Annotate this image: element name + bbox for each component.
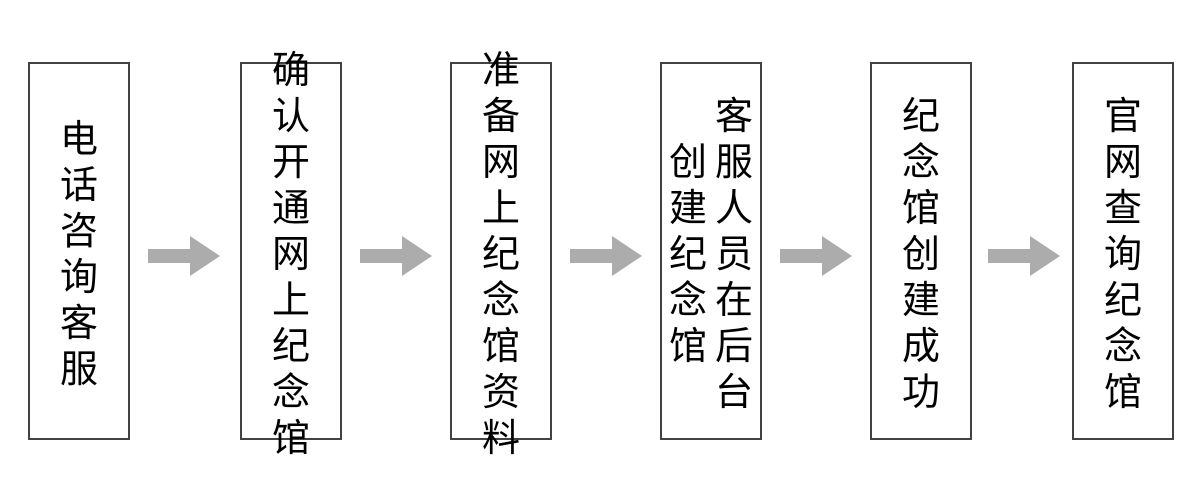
- right-arrow-icon: [780, 236, 852, 276]
- node-text-char: 确: [271, 48, 310, 92]
- process-node-1[interactable]: 电话咨询客服: [28, 62, 130, 440]
- node-text-char: 纪: [481, 232, 520, 276]
- node-text-char: 在: [714, 278, 753, 322]
- node-text-char: 资: [481, 370, 520, 414]
- node-text-char: 念: [271, 370, 310, 414]
- node-text-char: 创: [668, 140, 707, 184]
- node-text-char: 通: [271, 186, 310, 230]
- node-text-char: 官: [1103, 94, 1142, 138]
- node-text-char: 询: [59, 255, 98, 299]
- process-node-2[interactable]: 确认开通网上纪念馆: [240, 48, 342, 460]
- node-text-char: 创: [901, 232, 940, 276]
- process-node-6[interactable]: 官网查询纪念馆: [1072, 62, 1174, 440]
- node-text-column: 纪念馆创建成功: [898, 70, 944, 438]
- node-text-char: 咨: [59, 209, 98, 253]
- node-text-char: 台: [714, 370, 753, 414]
- node-text-char: 客: [714, 94, 753, 138]
- node-text-char: 人: [714, 186, 753, 230]
- right-arrow-icon: [360, 236, 432, 276]
- node-text-char: 纪: [668, 232, 707, 276]
- node-text-char: 开: [271, 140, 310, 184]
- flow-arrow-3: [570, 232, 642, 280]
- node-text-char: 网: [481, 140, 520, 184]
- node-text-char: 网: [271, 232, 310, 276]
- node-text-char: 馆: [481, 324, 520, 368]
- node-text-char: 馆: [1103, 370, 1142, 414]
- node-text-char: 功: [901, 370, 940, 414]
- node-text-char: 准: [481, 48, 520, 92]
- node-text-char: 查: [1103, 186, 1142, 230]
- node-text-column: 客服人员在后台: [711, 70, 757, 438]
- node-text-char: 建: [901, 278, 940, 322]
- node-text-char: 话: [59, 163, 98, 207]
- node-text-column: 官网查询纪念馆: [1100, 70, 1146, 438]
- node-text-char: 服: [59, 347, 98, 391]
- node-text-column: 准备网上纪念馆资料: [478, 48, 524, 460]
- process-node-4[interactable]: 客服人员在后台 创建纪念馆: [660, 62, 762, 440]
- flow-arrow-1: [148, 232, 220, 280]
- node-text-char: 念: [668, 278, 707, 322]
- node-text-char: 服: [714, 140, 753, 184]
- node-text-char: 上: [271, 278, 310, 322]
- node-text-char: 网: [1103, 140, 1142, 184]
- node-text-char: 纪: [271, 324, 310, 368]
- node-text-column: 电话咨询客服: [56, 70, 102, 438]
- node-text-char: 成: [901, 324, 940, 368]
- node-text-char: 纪: [901, 94, 940, 138]
- process-node-5[interactable]: 纪念馆创建成功: [870, 62, 972, 440]
- flow-arrow-5: [988, 232, 1060, 280]
- node-text-char: 员: [714, 232, 753, 276]
- node-text-char: 上: [481, 186, 520, 230]
- node-text-char: 馆: [901, 186, 940, 230]
- node-text-char: 客: [59, 301, 98, 345]
- node-text-char: 备: [481, 94, 520, 138]
- node-text-char: 料: [481, 416, 520, 460]
- node-text-char: 念: [1103, 324, 1142, 368]
- node-text-char: 建: [668, 186, 707, 230]
- node-text-char: 纪: [1103, 278, 1142, 322]
- right-arrow-icon: [988, 236, 1060, 276]
- right-arrow-icon: [570, 236, 642, 276]
- node-text-char: 念: [901, 140, 940, 184]
- process-node-3[interactable]: 准备网上纪念馆资料: [450, 48, 552, 460]
- node-text-char: 认: [271, 94, 310, 138]
- node-text-column: 创建纪念馆: [665, 70, 711, 438]
- node-text-char: 馆: [668, 324, 707, 368]
- node-text-char: 后: [714, 324, 753, 368]
- node-text-char: 念: [481, 278, 520, 322]
- node-text-char: 馆: [271, 416, 310, 460]
- flow-arrow-2: [360, 232, 432, 280]
- node-text-column: 确认开通网上纪念馆: [268, 48, 314, 460]
- right-arrow-icon: [148, 236, 220, 276]
- flow-arrow-4: [780, 232, 852, 280]
- node-text-char: 电: [59, 117, 98, 161]
- node-text-char: 询: [1103, 232, 1142, 276]
